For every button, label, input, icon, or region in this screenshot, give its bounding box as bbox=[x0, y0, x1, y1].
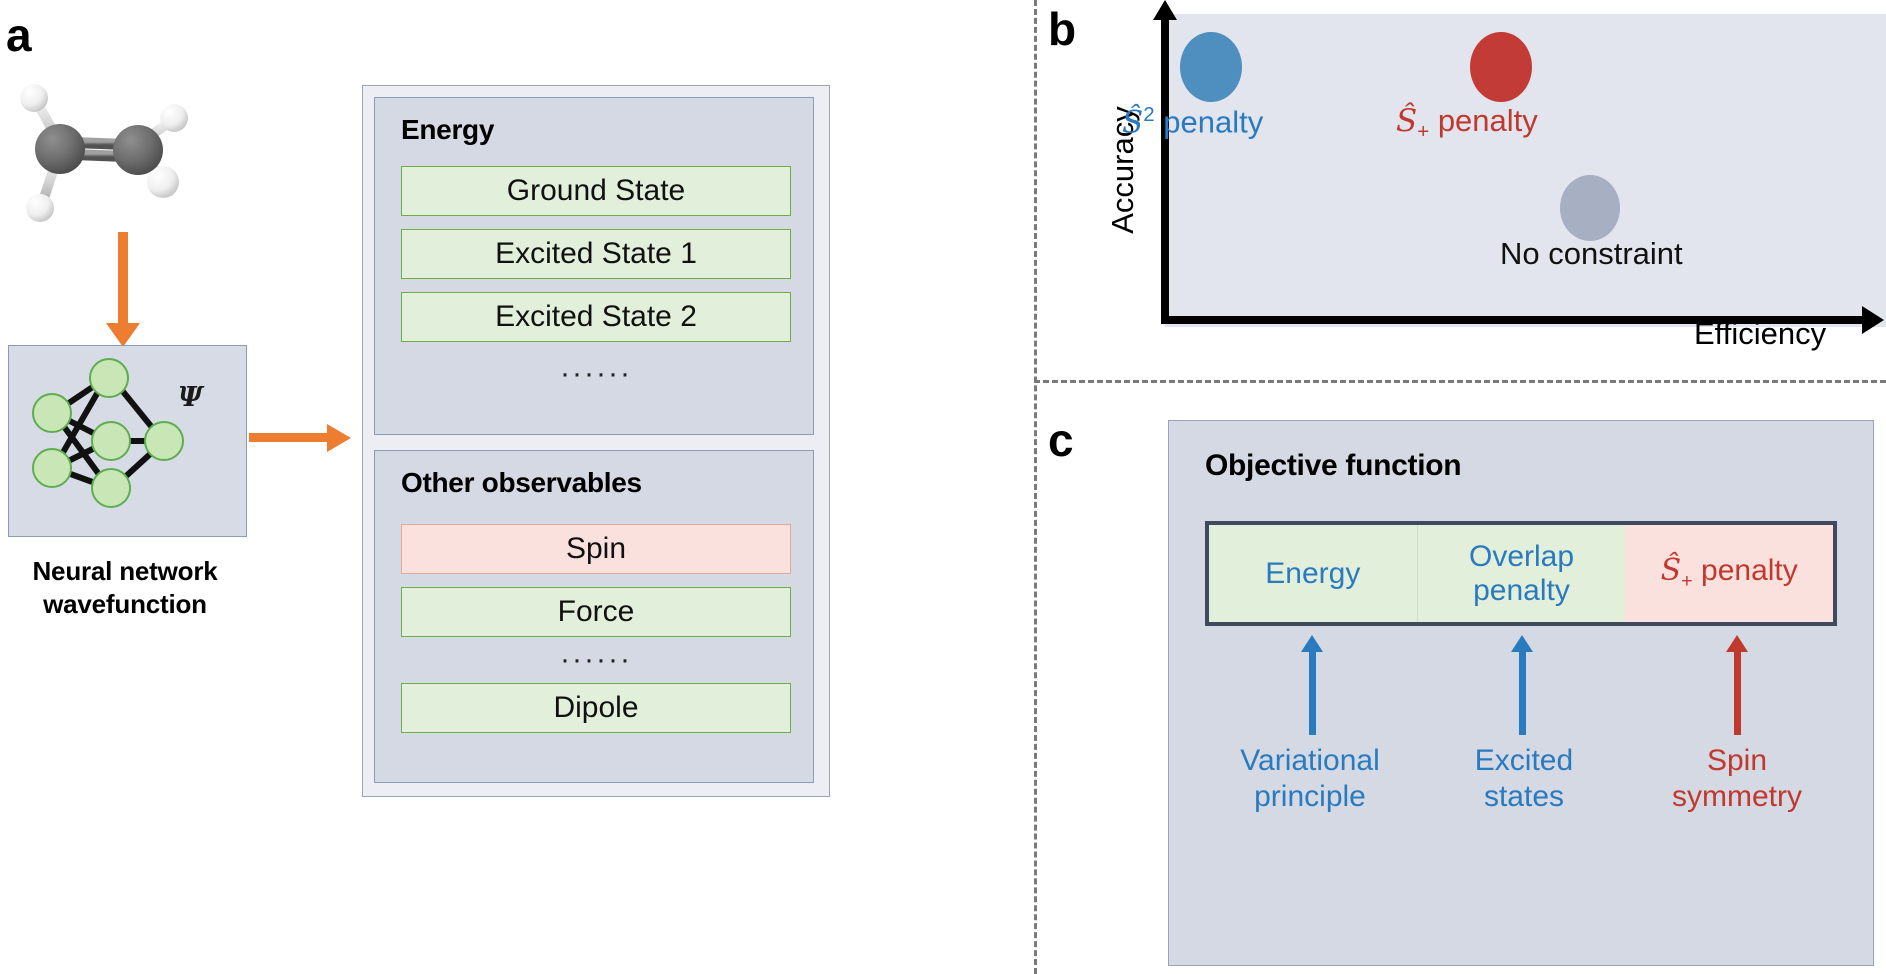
source-label-spin-symmetry: Spin symmetry bbox=[1672, 744, 1802, 813]
objective-terms-strip: Energy Overlap penalty Ŝ+ penalty bbox=[1205, 521, 1837, 626]
splus-subscript: + bbox=[1417, 120, 1430, 144]
x-axis-label: Efficiency bbox=[1694, 316, 1827, 351]
panel-b: b Accuracy Efficiency Ŝ2 penalty Ŝ+ pena… bbox=[1034, 0, 1886, 380]
energy-row-excited-state-1[interactable]: Excited State 1 bbox=[401, 229, 791, 279]
s2-penalty-word: penalty bbox=[1163, 104, 1264, 140]
nn-caption-line2: wavefunction bbox=[43, 589, 207, 620]
term-splus-subscript: + bbox=[1681, 570, 1693, 593]
x-axis-line bbox=[1161, 316, 1871, 324]
energy-row-ground-state[interactable]: Ground State bbox=[401, 166, 791, 216]
objective-function-box: Objective function Energy Overlap penalt… bbox=[1168, 420, 1874, 966]
data-point-s2-penalty[interactable] bbox=[1180, 32, 1242, 102]
term-splus-word: penalty bbox=[1701, 554, 1798, 588]
panel-letter-b: b bbox=[1048, 3, 1077, 55]
term-splus-symbol: Ŝ bbox=[1660, 553, 1682, 589]
term-splus-penalty[interactable]: Ŝ+ penalty bbox=[1625, 525, 1834, 622]
panel-c: c Objective function Energy Overlap pena… bbox=[1034, 380, 1886, 974]
neural-network-diagram bbox=[32, 358, 184, 508]
observables-panel-title: Other observables bbox=[401, 467, 642, 498]
energy-panel-title: Energy bbox=[401, 114, 495, 145]
s2-superscript: 2 bbox=[1143, 103, 1155, 126]
observables-panel: Other observables Spin Force ······ Dipo… bbox=[374, 450, 814, 783]
source-label-variational-principle: Variational principle bbox=[1240, 744, 1380, 813]
data-point-no-constraint[interactable] bbox=[1560, 175, 1620, 241]
energy-ellipsis: ······ bbox=[560, 357, 632, 390]
vertical-dashed-divider bbox=[1034, 0, 1037, 974]
neural-network-caption: Neural network wavefunction bbox=[0, 555, 250, 622]
outputs-container: Energy Ground State Excited State 1 Exci… bbox=[362, 85, 830, 797]
panel-letter-a: a bbox=[6, 9, 32, 61]
observable-row-dipole[interactable]: Dipole bbox=[401, 683, 791, 733]
right-arrow-shaft bbox=[249, 433, 335, 442]
nn-caption-line1: Neural network bbox=[32, 556, 218, 586]
term-overlap-penalty[interactable]: Overlap penalty bbox=[1416, 525, 1626, 622]
data-label-splus-penalty: Ŝ+ penalty bbox=[1396, 103, 1538, 144]
down-arrow-head-icon bbox=[106, 323, 140, 347]
observable-row-force[interactable]: Force bbox=[401, 587, 791, 637]
objective-function-title: Objective function bbox=[1205, 449, 1462, 482]
arrow-excited-states bbox=[1511, 635, 1533, 735]
data-point-splus-penalty[interactable] bbox=[1470, 32, 1532, 102]
data-label-no-constraint: No constraint bbox=[1500, 236, 1683, 271]
neural-network-box bbox=[8, 345, 247, 537]
splus-symbol: Ŝ bbox=[1396, 103, 1418, 139]
term-energy[interactable]: Energy bbox=[1209, 525, 1417, 622]
energy-panel: Energy Ground State Excited State 1 Exci… bbox=[374, 97, 814, 435]
observables-ellipsis: ······ bbox=[560, 643, 632, 676]
s2-symbol: Ŝ bbox=[1122, 104, 1144, 141]
source-label-excited-states: Excited states bbox=[1474, 744, 1574, 813]
data-label-s2-penalty: Ŝ2 penalty bbox=[1122, 103, 1263, 140]
arrow-variational-principle bbox=[1301, 635, 1323, 735]
arrow-spin-symmetry bbox=[1726, 635, 1748, 735]
x-axis-arrow-icon bbox=[1862, 306, 1884, 334]
panel-a: a bbox=[0, 9, 830, 797]
y-axis-line bbox=[1161, 14, 1169, 324]
down-arrow-shaft bbox=[118, 232, 128, 337]
ethylene-molecule-icon bbox=[20, 84, 188, 222]
splus-penalty-word: penalty bbox=[1437, 103, 1538, 138]
energy-row-excited-state-2[interactable]: Excited State 2 bbox=[401, 292, 791, 342]
panel-letter-c: c bbox=[1048, 414, 1074, 466]
psi-label: Ψ bbox=[178, 382, 203, 413]
horizontal-dashed-divider bbox=[1034, 380, 1886, 383]
observable-row-spin[interactable]: Spin bbox=[401, 524, 791, 574]
y-axis-arrow-icon bbox=[1153, 0, 1177, 20]
right-arrow-head-icon bbox=[327, 424, 351, 452]
